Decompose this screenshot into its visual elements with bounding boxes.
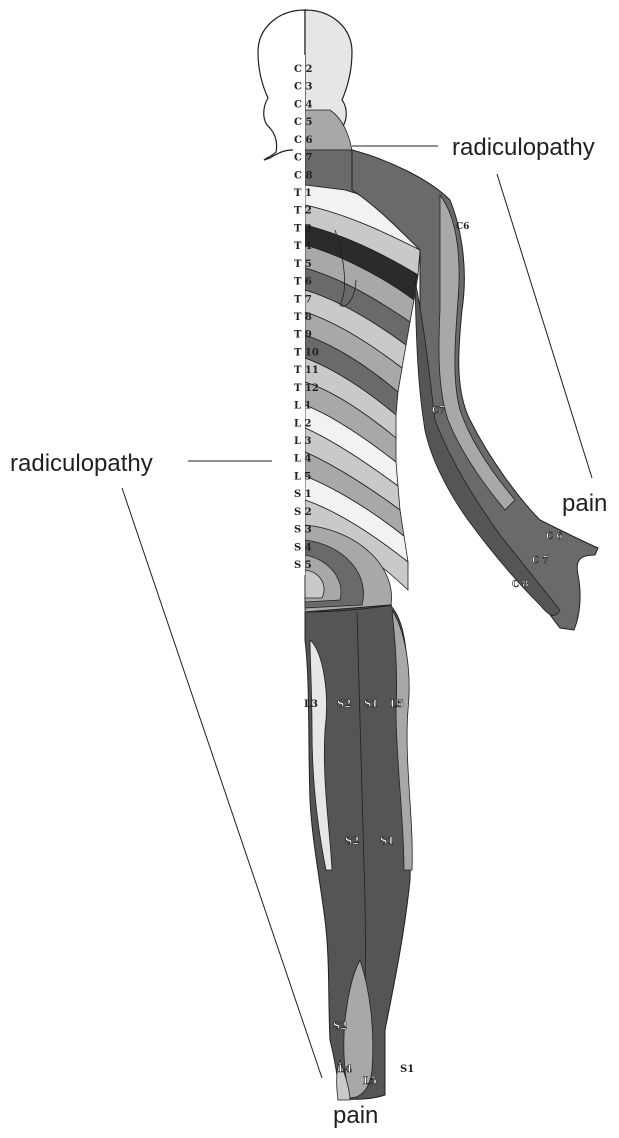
label-calf-s2: S2: [345, 836, 359, 847]
spine-label-l1: L 1: [294, 401, 311, 412]
label-forearm-c7: C7: [432, 406, 445, 416]
spine-label-s1: S 1: [294, 489, 312, 500]
spine-label-t9: T 9: [294, 330, 312, 341]
spine-label-t7: T 7: [294, 294, 312, 305]
spine-label-s3: S 3: [294, 525, 312, 536]
spine-label-c2: C 2: [294, 64, 312, 75]
callout-radiculopathy-arm: radiculopathy: [452, 136, 595, 160]
leader-bottom-pain: [122, 488, 322, 1078]
callout-radiculopathy-back: radiculopathy: [10, 452, 153, 476]
spine-label-t10: T 10: [294, 347, 319, 358]
spine-label-t12: T 12: [294, 383, 319, 394]
spine-label-t3: T 3: [294, 223, 312, 234]
spine-label-c3: C 3: [294, 82, 312, 93]
label-heel-s2: S2: [333, 1021, 347, 1032]
label-hand-c7: C 7: [532, 556, 549, 566]
spine-label-s2: S 2: [294, 507, 312, 518]
spine-label-t4: T 4: [294, 241, 312, 252]
spine-label-c5: C 5: [294, 117, 312, 128]
label-foot-l4: L4: [338, 1064, 352, 1075]
callout-pain-hand: pain: [562, 492, 607, 516]
spine-label-l3: L 3: [294, 436, 312, 447]
legs: [305, 605, 412, 1100]
label-thumb-c6: C 6: [546, 532, 563, 542]
spine-label-c4: C 4: [294, 99, 312, 110]
label-shoulder-c6: C6: [456, 222, 469, 232]
spine-label-t11: T 11: [294, 365, 319, 376]
label-thigh-l3: L3: [304, 699, 318, 710]
callout-pain-foot: pain: [333, 1104, 378, 1128]
label-thigh-s2: S2: [337, 699, 351, 710]
label-thigh-l5: L5: [390, 699, 404, 710]
spine-label-s4: S 4: [294, 542, 312, 553]
label-foot-s1: S1: [400, 1064, 414, 1075]
spine-label-t6: T 6: [294, 277, 312, 288]
spine-label-c6: C 6: [294, 135, 312, 146]
spine-label-l4: L 4: [294, 454, 312, 465]
leader-right-pain: [497, 174, 592, 478]
spine-label-c7: C 7: [294, 153, 312, 164]
spine-label-l2: L 2: [294, 418, 312, 429]
spine-label-t1: T 1: [294, 188, 312, 199]
spine-label-t5: T 5: [294, 259, 312, 270]
label-hand-c8: C 8: [512, 580, 529, 590]
label-thigh-s1: S1: [364, 699, 378, 710]
spine-label-l5: L 5: [294, 471, 312, 482]
spine-label-t8: T 8: [294, 312, 312, 323]
label-calf-s1: S1: [380, 836, 394, 847]
label-foot-l5: L5: [363, 1076, 377, 1087]
spine-label-t2: T 2: [294, 206, 312, 217]
spine-label-c8: C 8: [294, 170, 312, 181]
spine-label-s5: S 5: [294, 560, 312, 571]
